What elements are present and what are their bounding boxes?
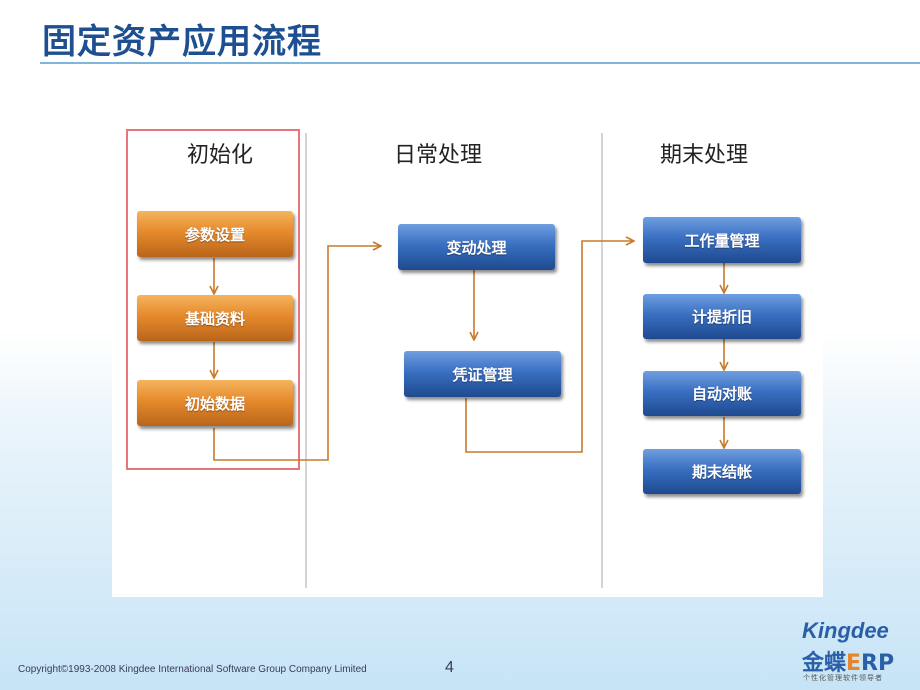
step-depreciation: 计提折旧 (643, 294, 801, 339)
logo-tagline: 个性化管理软件领导者 (803, 674, 883, 682)
step-initial-data: 初始数据 (137, 380, 293, 426)
title-rule (40, 62, 920, 64)
slide-title: 固定资产应用流程 (42, 22, 322, 62)
logo-erp-e: E (846, 651, 862, 676)
step-workload-management: 工作量管理 (643, 217, 801, 263)
column-divider-2 (601, 133, 603, 588)
logo-erp-rest: RP (861, 651, 895, 676)
step-period-close: 期末结帐 (643, 449, 801, 494)
column-divider-1 (305, 133, 307, 588)
column-heading-period-end: 期末处理 (660, 143, 749, 168)
step-basic-data: 基础资料 (137, 295, 293, 341)
logo-cn-text: 金蝶 (802, 651, 847, 676)
kingdee-logo: Kingdee (802, 618, 889, 643)
copyright-text: Copyright©1993-2008 Kingdee Internationa… (18, 664, 367, 675)
arrow-daily-to-period-end (465, 241, 633, 453)
step-auto-reconcile: 自动对账 (643, 371, 801, 416)
step-voucher-management: 凭证管理 (404, 351, 561, 397)
column-heading-daily: 日常处理 (394, 143, 483, 168)
arrow-init-to-daily (213, 246, 380, 461)
column-heading-init: 初始化 (187, 143, 254, 168)
step-change-processing: 变动处理 (398, 224, 555, 270)
step-parameter-settings: 参数设置 (137, 211, 293, 257)
init-highlight-frame (126, 129, 300, 470)
page-number: 4 (445, 659, 454, 676)
kingdee-erp-logo: 金蝶ERP (802, 645, 894, 677)
